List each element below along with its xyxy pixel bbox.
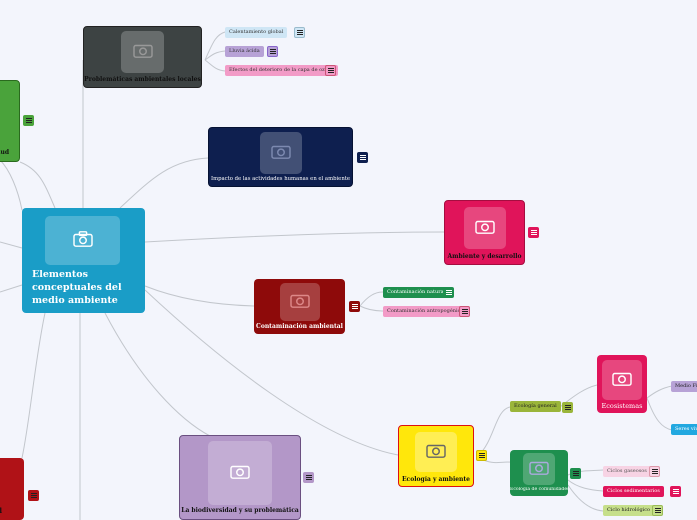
note-icon[interactable] (476, 450, 487, 461)
subtopic-medio-fisico[interactable]: Medio Físico (671, 381, 697, 392)
node-ambiente-desarrollo[interactable]: Ambiente y desarrollo (444, 200, 525, 265)
subtopic-antropogenica[interactable]: Contaminación antropogénica (383, 306, 468, 317)
subtopic-ciclos-gaseosos[interactable]: Ciclos gaseosos (603, 466, 651, 477)
central-title: Elementos conceptuales del medio ambient… (32, 269, 122, 306)
camera-icon (229, 462, 251, 484)
camera-icon (474, 217, 496, 239)
node-label: La biodiversidad y su problemática (181, 507, 299, 514)
node-ecologia-comunidades[interactable]: Ecología de comunidades (510, 450, 568, 496)
camera-icon (72, 230, 94, 252)
camera-icon (270, 142, 292, 164)
node-left-red[interactable]: del (0, 458, 24, 520)
node-left-green[interactable]: salud (0, 80, 20, 162)
central-topic[interactable]: Elementos conceptuales del medio ambient… (22, 208, 145, 313)
node-label: Problemáticas ambientales locales (84, 76, 201, 83)
node-image-placeholder (602, 360, 642, 400)
note-icon[interactable] (303, 472, 314, 483)
subtopic-ciclo-hidrologico[interactable]: Ciclo hidrológico (603, 505, 655, 516)
node-image-placeholder (464, 207, 506, 249)
note-icon[interactable] (459, 306, 470, 317)
node-label: salud (0, 149, 10, 156)
node-label: Impacto de las actividades humanas en el… (211, 176, 350, 182)
node-ecologia[interactable]: Ecología y ambiente (398, 425, 474, 487)
node-label: Ecosistemas (601, 402, 643, 410)
node-image-placeholder (415, 432, 457, 472)
node-image-placeholder (280, 283, 320, 321)
node-ecosistemas[interactable]: Ecosistemas (597, 355, 647, 413)
node-image-placeholder (523, 453, 555, 485)
subtopic-lluvia[interactable]: Lluvia ácida (225, 46, 264, 57)
node-image-placeholder (208, 441, 272, 505)
note-icon[interactable] (325, 65, 336, 76)
subtopic-seres-vivos[interactable]: Seres vivos (671, 424, 697, 435)
subtopic-natural[interactable]: Contaminación natural (383, 287, 450, 298)
node-problematicas[interactable]: Problemáticas ambientales locales (83, 26, 202, 88)
note-icon[interactable] (357, 152, 368, 163)
node-impacto[interactable]: Impacto de las actividades humanas en el… (208, 127, 353, 187)
note-icon[interactable] (443, 287, 454, 298)
subtopic-calentamiento[interactable]: Calentamiento global (225, 27, 288, 38)
note-icon[interactable] (570, 468, 581, 479)
camera-icon (132, 41, 154, 63)
note-icon[interactable] (267, 46, 278, 57)
camera-icon (425, 441, 447, 463)
node-biodiversidad[interactable]: La biodiversidad y su problemática (179, 435, 301, 520)
note-icon[interactable] (649, 466, 660, 477)
note-icon[interactable] (670, 486, 681, 497)
central-image-placeholder (45, 216, 120, 265)
node-image-placeholder (260, 132, 302, 174)
subtopic-ecologia-general[interactable]: Ecología general (510, 401, 561, 412)
subtopic-ciclos-sedimentarios[interactable]: Ciclos sedimentarios (603, 486, 664, 497)
note-icon[interactable] (28, 490, 39, 501)
node-contaminacion[interactable]: Contaminación ambiental (254, 279, 345, 334)
note-icon[interactable] (562, 402, 573, 413)
node-label: del (0, 506, 3, 515)
note-icon[interactable] (23, 115, 34, 126)
note-icon[interactable] (294, 27, 305, 38)
camera-icon (611, 369, 633, 391)
node-label: Ecología de comunidades (510, 487, 568, 492)
note-icon[interactable] (528, 227, 539, 238)
node-label: Ambiente y desarrollo (447, 253, 522, 260)
camera-icon (289, 291, 311, 313)
camera-icon (528, 458, 550, 480)
node-label: Contaminación ambiental (256, 323, 343, 330)
node-image-placeholder (121, 31, 164, 73)
subtopic-ozono[interactable]: Efectos del deterioro de la capa de ozon… (225, 65, 339, 76)
note-icon[interactable] (349, 301, 360, 312)
node-label: Ecología y ambiente (401, 476, 470, 483)
note-icon[interactable] (652, 505, 663, 516)
